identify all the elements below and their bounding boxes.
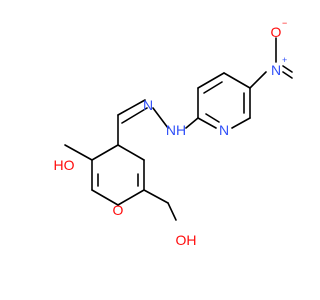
substituent-bonds (117, 99, 199, 221)
double-bond-line (121, 107, 148, 124)
pyran-ring (64, 144, 145, 206)
bond (167, 202, 177, 221)
pyridine-nitrogen-label: N (219, 122, 229, 138)
bond (197, 72, 225, 89)
bond (143, 189, 169, 204)
bond (117, 189, 145, 206)
nitro-nitrogen-label: N (271, 62, 281, 78)
double-bond-line (282, 71, 293, 79)
bond (117, 144, 145, 161)
bond (91, 144, 119, 161)
nitro-group-bonds (275, 37, 293, 79)
bond (249, 71, 267, 89)
nitro-plus-charge: + (282, 55, 287, 65)
bond (64, 144, 93, 161)
bond (152, 107, 169, 129)
nitro-oxygen-label: O (271, 24, 282, 40)
bond (117, 99, 146, 116)
bond (223, 72, 251, 89)
hydroxyl-label: OH (176, 232, 197, 248)
double-bond-line (205, 113, 220, 123)
imine-nitrogen-label: N (143, 97, 153, 113)
ring-oxygen-label: O (113, 202, 124, 218)
nitro-minus-charge: − (282, 18, 287, 28)
bond (282, 65, 293, 73)
bond (91, 189, 119, 206)
bond (231, 117, 251, 129)
bond (185, 117, 199, 129)
hydroxyl-label: HO (54, 157, 75, 173)
amine-label: NH (166, 122, 186, 138)
pyridine-ring (197, 71, 267, 129)
double-bond-line (203, 81, 223, 94)
bond (197, 117, 217, 129)
chemical-structure-diagram: HO OH O N NH N N + O − (54, 18, 293, 248)
